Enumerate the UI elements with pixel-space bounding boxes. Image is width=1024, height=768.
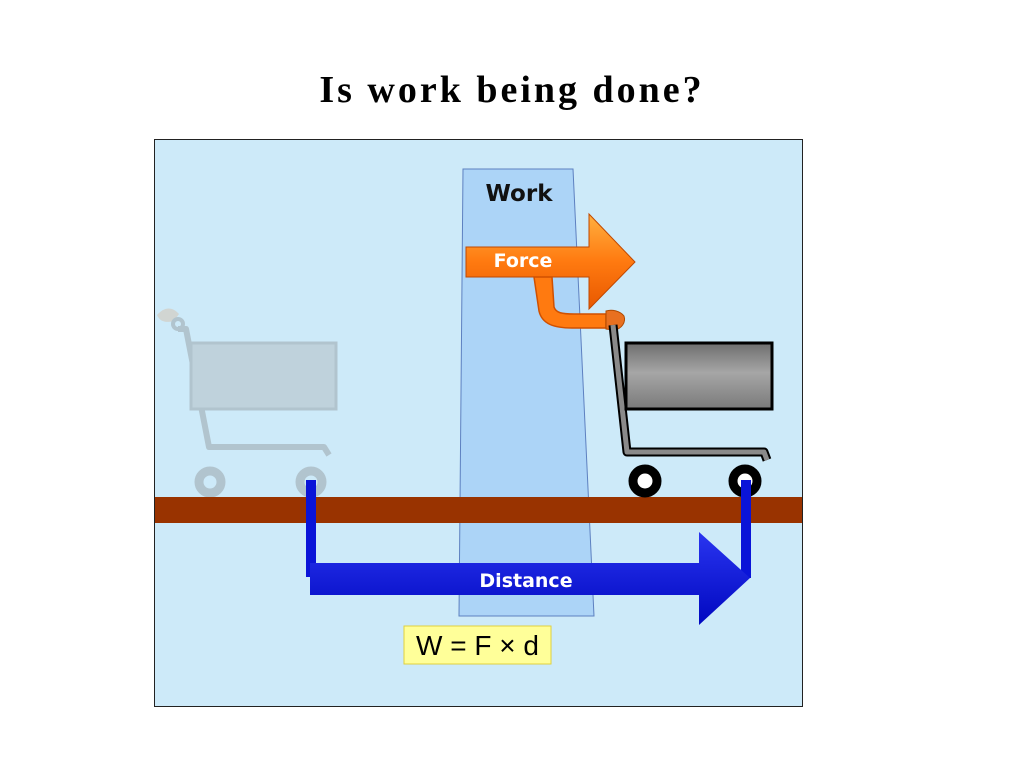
pushing-arm-icon bbox=[533, 276, 625, 331]
force-label: Force bbox=[494, 250, 553, 272]
distance-end-marker bbox=[741, 480, 751, 578]
work-column bbox=[458, 168, 595, 617]
distance-start-marker bbox=[306, 480, 316, 577]
shopping-cart-icon bbox=[608, 324, 774, 498]
ground bbox=[155, 497, 802, 523]
work-label: Work bbox=[486, 181, 554, 207]
ghost-cart-icon bbox=[157, 308, 338, 498]
distance-arrow: Distance bbox=[310, 532, 750, 625]
formula: W = F × d bbox=[416, 630, 539, 661]
formula-box bbox=[403, 625, 552, 665]
slide-title: Is work being done? bbox=[319, 69, 705, 111]
work-diagram: Work Force bbox=[154, 139, 803, 707]
force-arrow: Force bbox=[465, 212, 636, 311]
distance-label: Distance bbox=[479, 570, 572, 592]
